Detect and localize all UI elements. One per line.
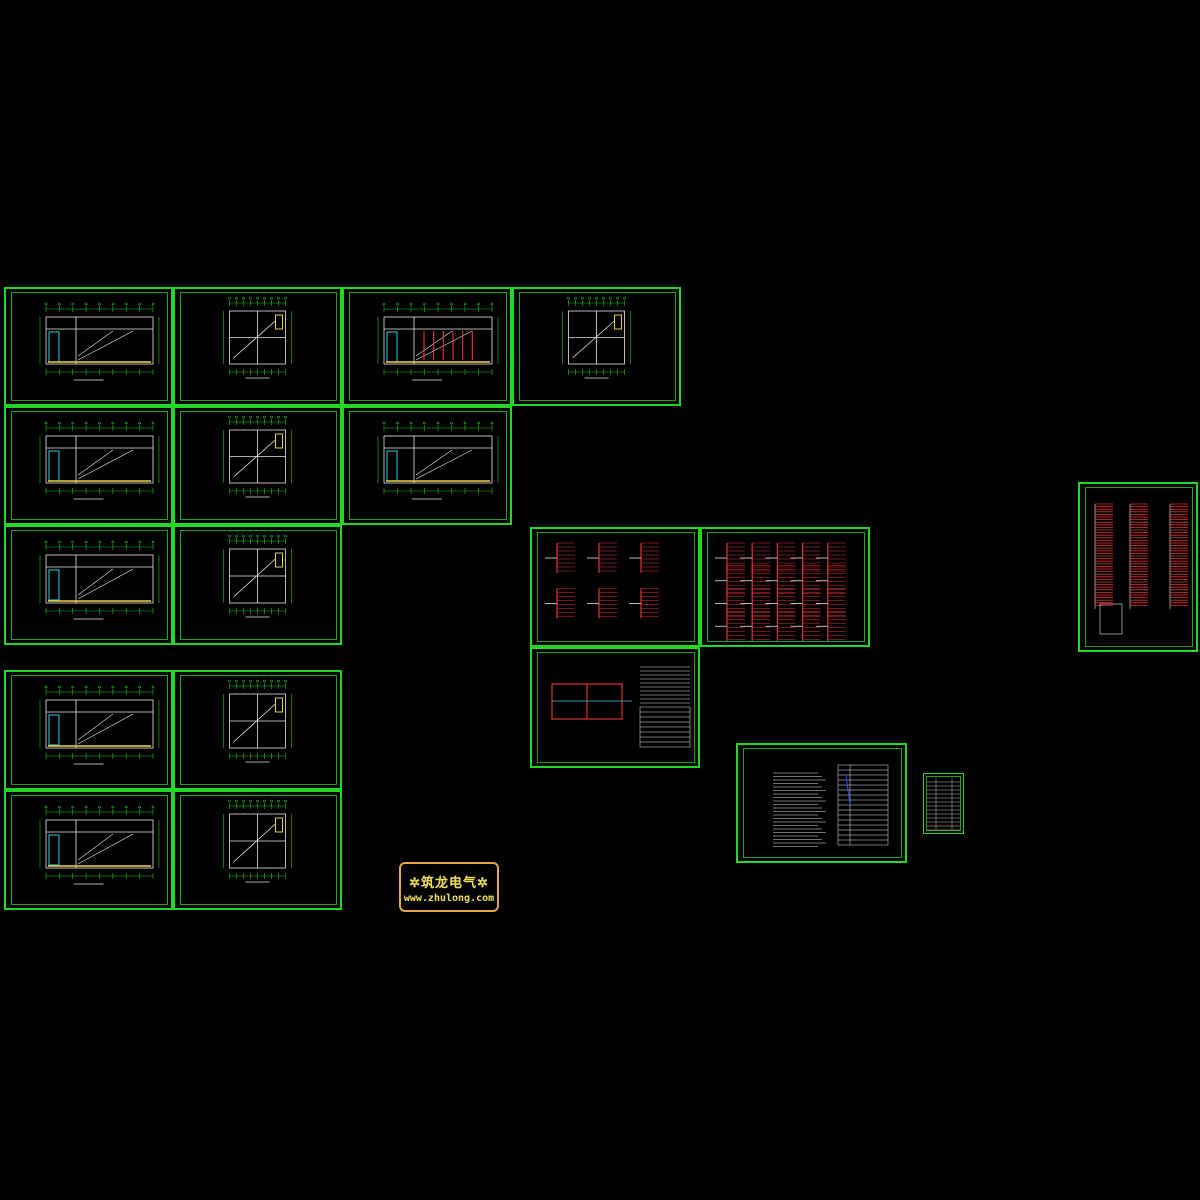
plan-long-drawing xyxy=(39,421,160,500)
zhulong-watermark: ✲筑龙电气✲ www.zhulong.com xyxy=(399,862,499,912)
riser-diagram-sheet[interactable] xyxy=(530,647,700,768)
plan-small-drawing xyxy=(223,799,292,883)
floor-plan-sheet-r3c1[interactable] xyxy=(4,525,173,645)
floor-plan-sheet-r4c1[interactable] xyxy=(4,670,173,790)
plan-long-drawing xyxy=(39,540,160,620)
floor-plan-sheet-r1c4[interactable] xyxy=(512,287,681,406)
notes-drawing xyxy=(773,764,889,847)
floor-plan-sheet-r5c2[interactable] xyxy=(173,790,342,910)
floor-plan-sheet-r1c2[interactable] xyxy=(173,287,342,406)
floor-plan-sheet-r2c3[interactable] xyxy=(342,406,512,525)
plan-long-drawing xyxy=(39,685,160,765)
riser-drawing xyxy=(551,666,691,748)
cabinet-schedule-sheet[interactable] xyxy=(1078,482,1198,652)
system-diagram-sheet-1[interactable] xyxy=(530,527,700,647)
design-notes-sheet[interactable] xyxy=(736,743,907,863)
plan-small-drawing xyxy=(562,296,631,379)
plan-long-drawing xyxy=(377,421,499,500)
floor-plan-sheet-r5c1[interactable] xyxy=(4,790,173,910)
table-drawing xyxy=(927,778,960,831)
plan-small-drawing xyxy=(223,534,292,618)
plan-long-red-drawing xyxy=(377,302,499,381)
legend-table-sheet[interactable] xyxy=(923,773,964,834)
plan-long-drawing xyxy=(39,805,160,885)
floor-plan-sheet-r3c2[interactable] xyxy=(173,525,342,645)
plan-small-drawing xyxy=(223,296,292,379)
schedule-drawing xyxy=(1094,503,1188,635)
floor-plan-sheet-r4c2[interactable] xyxy=(173,670,342,790)
watermark-title: ✲筑龙电气✲ xyxy=(409,876,489,891)
plan-small-drawing xyxy=(223,415,292,498)
floor-plan-sheet-r1c3[interactable] xyxy=(342,287,512,406)
system-diagram-sheet-2[interactable] xyxy=(700,527,870,647)
floor-plan-sheet-r2c2[interactable] xyxy=(173,406,342,525)
system-a-drawing xyxy=(545,542,659,619)
floor-plan-sheet-r1c1[interactable] xyxy=(4,287,173,406)
plan-small-drawing xyxy=(223,679,292,763)
watermark-url: www.zhulong.com xyxy=(403,893,495,904)
floor-plan-sheet-r2c1[interactable] xyxy=(4,406,173,525)
system-b-drawing xyxy=(715,542,846,642)
plan-long-drawing xyxy=(39,302,160,381)
